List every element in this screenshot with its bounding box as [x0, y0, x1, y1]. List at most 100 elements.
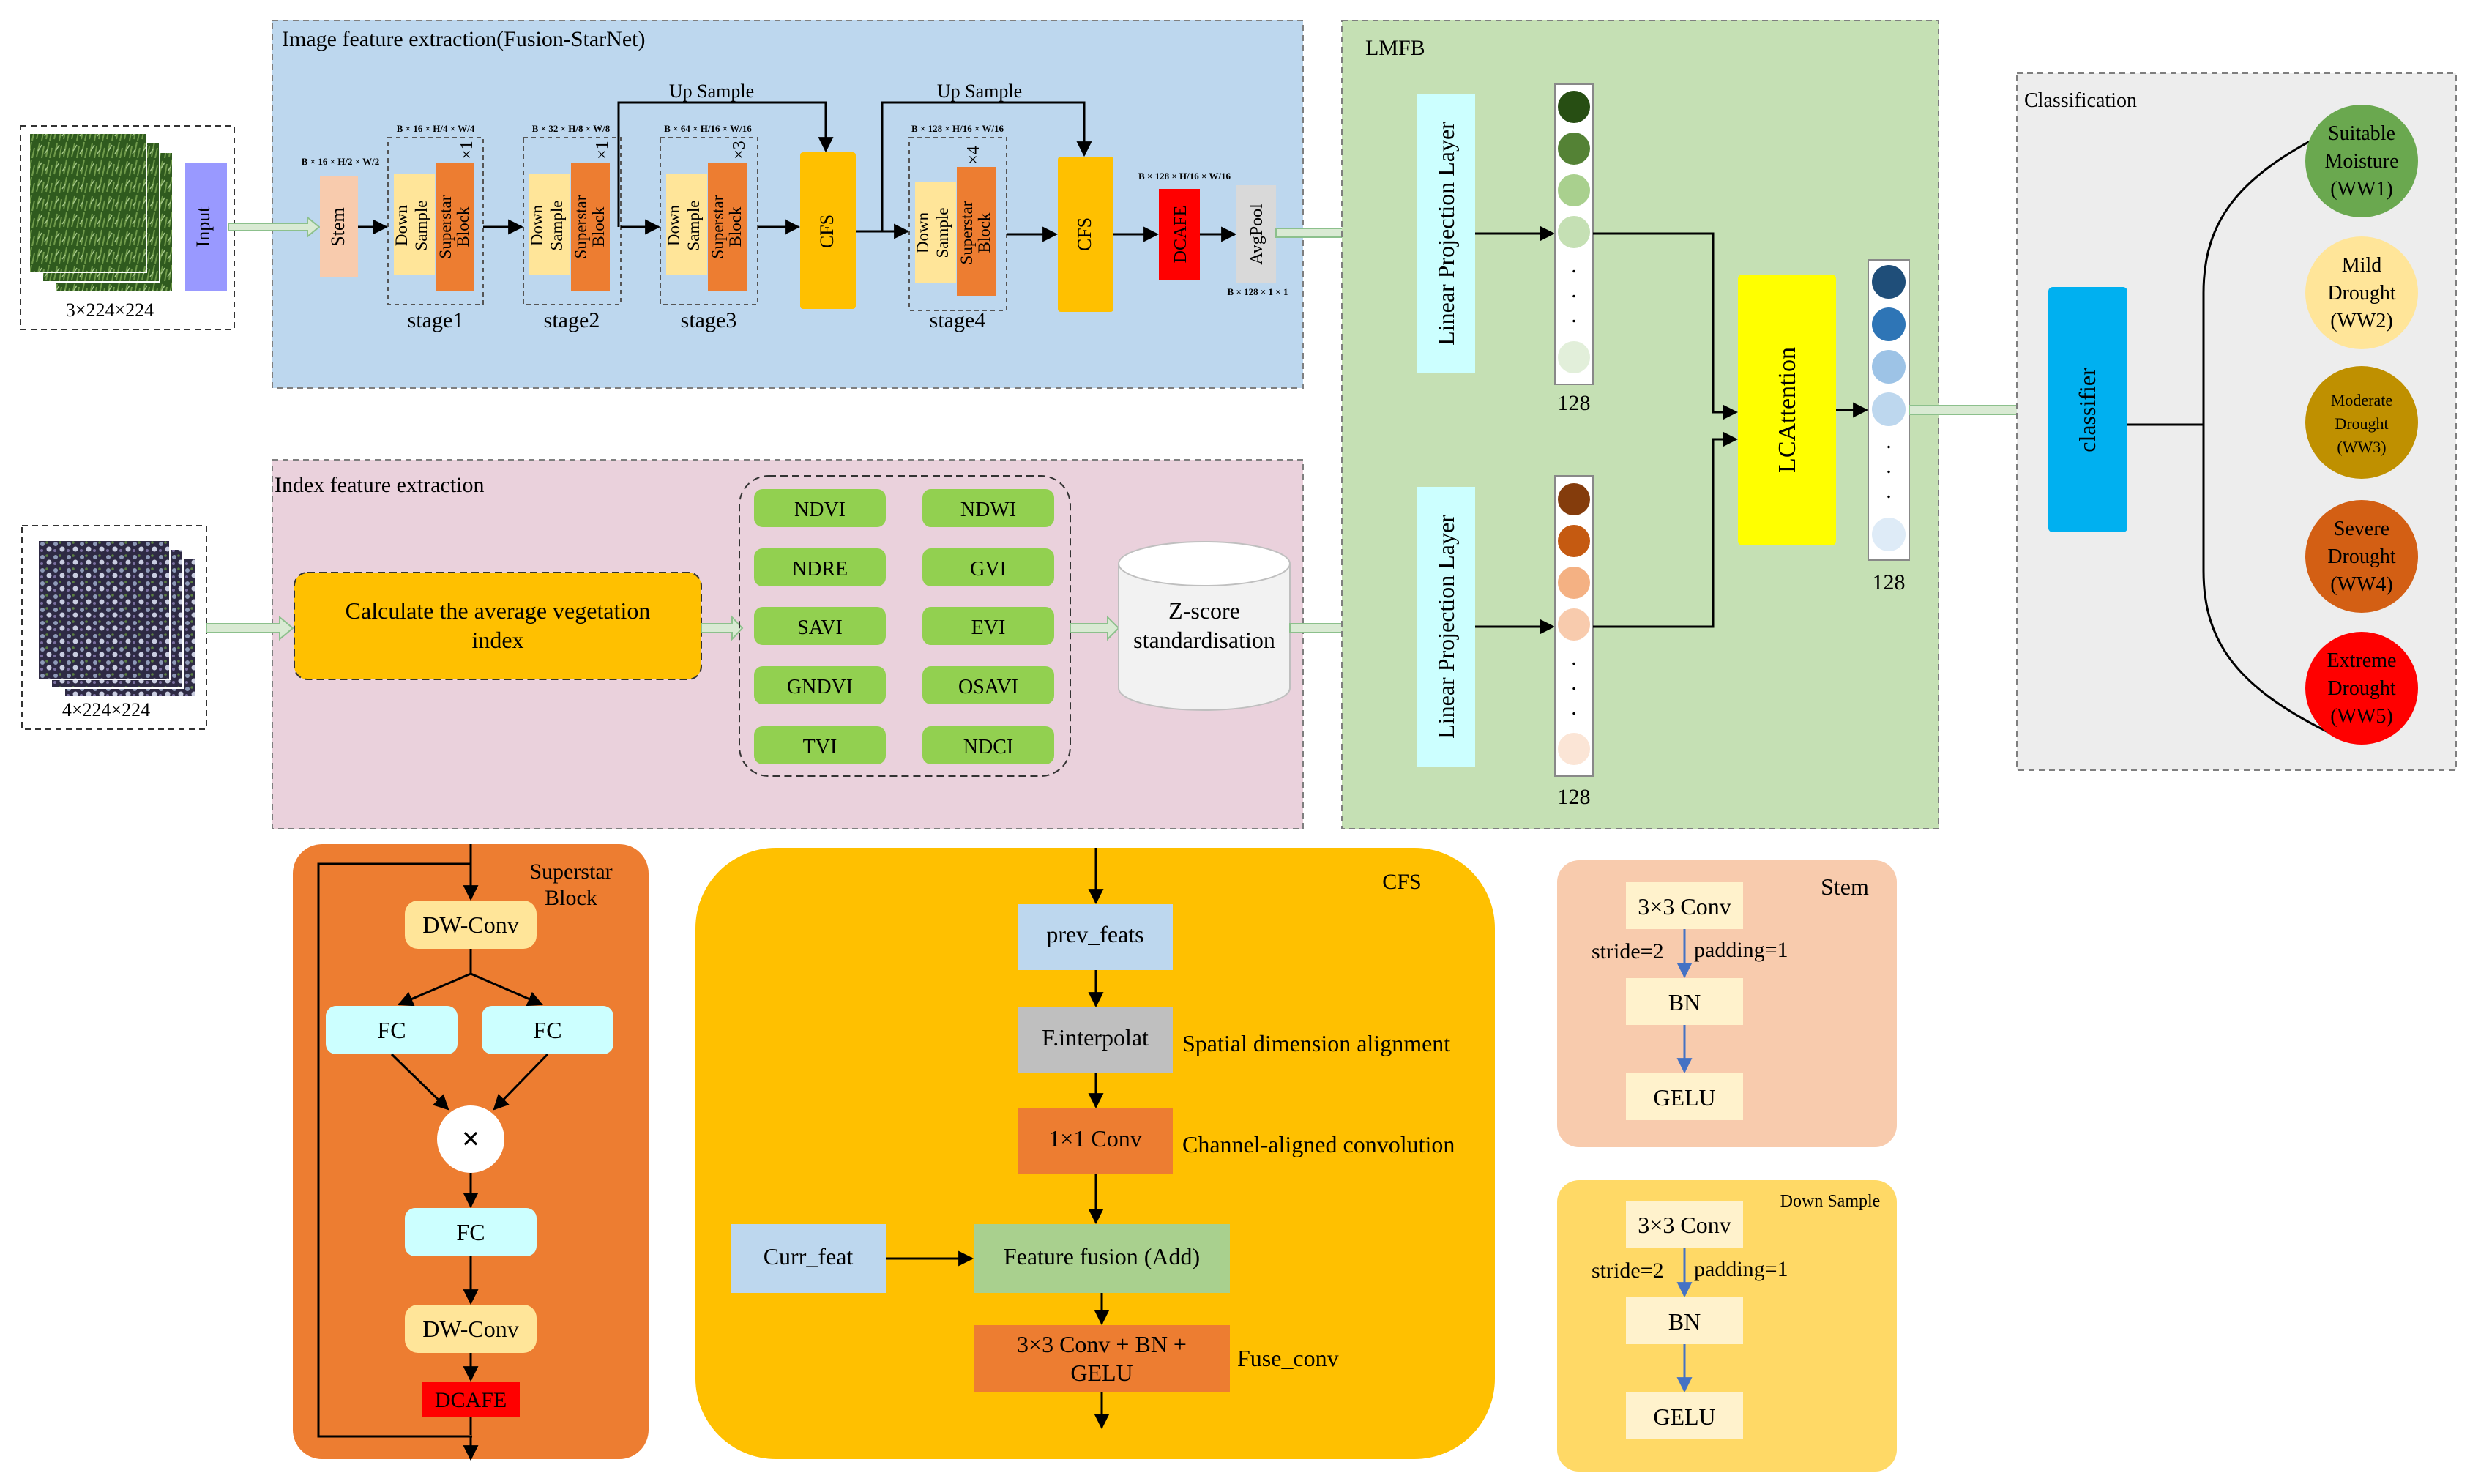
- rgb-input-stack: 3×224×224: [20, 125, 235, 330]
- class-label-line: (WW2): [2330, 310, 2393, 332]
- svg-text:.: .: [1571, 278, 1577, 302]
- down-sample-panel: Down Sample 3×3 Conv stride=2 padding=1 …: [1557, 1180, 1897, 1472]
- superstar-panel: Superstar Block DW-Conv FC FC × FC DW-Co…: [293, 844, 649, 1461]
- cfs-label-1: CFS: [816, 215, 837, 248]
- svg-text:.: .: [1886, 479, 1892, 503]
- input-block: Input: [185, 163, 227, 291]
- stem-block: Stem B × 16 × H/2 × W/2: [302, 156, 380, 277]
- stage4-dim: B × 128 × H/16 × W/16: [911, 123, 1004, 134]
- class-label-line: (WW5): [2330, 705, 2393, 728]
- stage2-block-label-2: Block: [589, 206, 608, 247]
- stage2-down-label-1: Down: [528, 204, 546, 246]
- stage4: Down Sample Superstar Block ×4 B × 128 ×…: [908, 123, 1007, 332]
- stage2-label: stage2: [544, 308, 600, 332]
- svg-text:.: .: [1571, 646, 1577, 670]
- index-pill-tvi: TVI: [754, 726, 886, 764]
- lcattention-block: LCAttention: [1738, 275, 1836, 545]
- ms-input-to-calc-arrow: [206, 615, 294, 641]
- svg-text:.: .: [1571, 696, 1577, 720]
- vector-bottom-dim: 128: [1558, 785, 1591, 809]
- superstar-title-2: Block: [545, 886, 597, 910]
- stage4-down-label-2: Sample: [933, 208, 952, 258]
- class-label-line: Drought: [2327, 677, 2396, 700]
- stage3-block-label-1: Superstar: [709, 195, 727, 258]
- calc-to-indices-arrow: [701, 615, 744, 641]
- stem-conv: 3×3 Conv: [1638, 893, 1731, 920]
- class-label-line: Mild: [2342, 254, 2381, 277]
- index-pill-label: GNDVI: [787, 676, 853, 698]
- fuse-conv-line-2: GELU: [1070, 1360, 1133, 1386]
- prev-feats: prev_feats: [1046, 921, 1143, 947]
- stage1-block-label-1: Superstar: [436, 195, 455, 258]
- up-sample-label-1: Up Sample: [669, 81, 754, 102]
- classification-title: Classification: [2024, 89, 2137, 112]
- zscore-label-line-1: Z-score: [1168, 597, 1240, 624]
- stage2-down-label-2: Sample: [548, 201, 566, 251]
- cfs-panel-title: CFS: [1382, 870, 1421, 894]
- stage3-label: stage3: [681, 308, 737, 332]
- conv1-note: Channel-aligned convolution: [1182, 1131, 1455, 1157]
- stem-stride: stride=2: [1592, 939, 1664, 963]
- feature-fusion: Feature fusion (Add): [1004, 1243, 1200, 1269]
- calc-label-line-2: index: [471, 627, 523, 653]
- vector-top-dim: 128: [1558, 391, 1591, 415]
- stem-bn: BN: [1668, 989, 1701, 1015]
- classifier-block: classifier: [2048, 287, 2127, 532]
- fc-left: FC: [377, 1017, 406, 1043]
- down-padding: padding=1: [1694, 1257, 1788, 1281]
- stage1-down-label-1: Down: [392, 204, 411, 246]
- stage1: Down Sample Superstar Block ×1 B × 16 × …: [387, 123, 484, 332]
- down-conv: 3×3 Conv: [1638, 1212, 1731, 1238]
- index-pill-label: TVI: [803, 736, 837, 758]
- fuse-conv-note: Fuse_conv: [1237, 1345, 1339, 1371]
- superstar-title-1: Superstar: [529, 860, 612, 884]
- down-stride: stride=2: [1592, 1259, 1664, 1283]
- class-label-line: Drought: [2327, 282, 2396, 305]
- conv-1x1: 1×1 Conv: [1048, 1125, 1141, 1152]
- stage1-repeat: ×1: [458, 141, 477, 160]
- index-pill-label: GVI: [970, 558, 1007, 581]
- stage2-dim: B × 32 × H/8 × W/8: [532, 123, 611, 134]
- input-to-stem-arrow: [228, 215, 321, 239]
- stem-panel: Stem 3×3 Conv stride=2 padding=1 BN GELU: [1557, 860, 1897, 1147]
- linear-projection-top: Linear Projection Layer: [1417, 94, 1475, 373]
- linear-projection-bottom: Linear Projection Layer: [1417, 487, 1475, 767]
- curr-feat: Curr_feat: [764, 1243, 854, 1269]
- stage1-dim: B × 16 × H/4 × W/4: [397, 123, 475, 134]
- index-pill-evi: EVI: [922, 607, 1054, 645]
- stage2-block-label-1: Superstar: [572, 195, 590, 258]
- zscore-label-line-2: standardisation: [1133, 627, 1275, 653]
- cfs-label-2: CFS: [1074, 217, 1095, 251]
- stage3: Down Sample Superstar Block ×3 B × 64 × …: [660, 123, 758, 332]
- fc-right: FC: [533, 1017, 561, 1043]
- linear-projection-bottom-label: Linear Projection Layer: [1433, 515, 1459, 739]
- vector-fused-dim: 128: [1873, 570, 1906, 594]
- index-pill-gvi: GVI: [922, 548, 1054, 586]
- stage3-down-label-1: Down: [665, 204, 683, 246]
- multispectral-input-size: 4×224×224: [62, 699, 150, 720]
- stem-dim: B × 16 × H/2 × W/2: [302, 156, 380, 167]
- index-panel-title: Index feature extraction: [275, 473, 485, 497]
- down-gelu: GELU: [1653, 1403, 1715, 1430]
- dwconv-1: DW-Conv: [422, 911, 519, 938]
- svg-text:.: .: [1571, 253, 1577, 277]
- avgpool-block: AvgPool B × 128 × 1 × 1: [1228, 185, 1288, 297]
- classifier-label: classifier: [2074, 368, 2100, 452]
- svg-text:.: .: [1886, 454, 1892, 478]
- stage3-down-label-2: Sample: [684, 201, 703, 251]
- index-pill-ndwi: NDWI: [922, 489, 1054, 527]
- stage3-repeat: ×3: [730, 141, 749, 160]
- cfs-block-2: CFS: [1058, 157, 1113, 312]
- class-label-line: Suitable: [2328, 122, 2395, 145]
- cfs-block-1: CFS: [800, 152, 856, 309]
- stage4-label: stage4: [930, 308, 986, 332]
- vector-bottom: . . . 128: [1554, 475, 1594, 809]
- vector-top: . . . 128: [1554, 83, 1594, 415]
